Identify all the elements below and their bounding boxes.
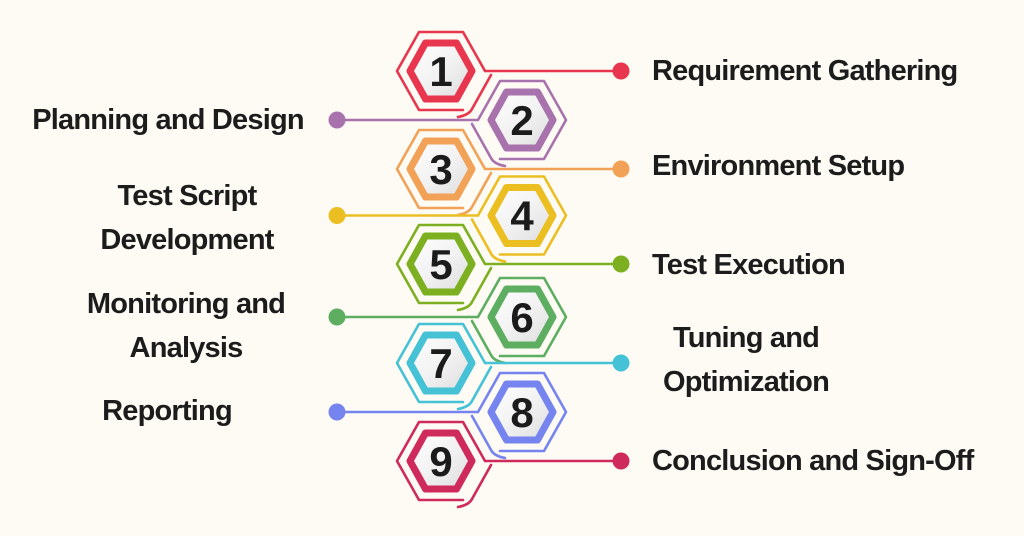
connector-dot (612, 255, 630, 273)
swoosh-accent (456, 266, 493, 312)
outer-hexagon-outline (395, 30, 487, 112)
inner-hexagon-badge (487, 184, 557, 247)
connector-dot (328, 111, 346, 129)
inner-hexagon-badge (406, 429, 476, 493)
outer-hexagon-outline (476, 79, 568, 161)
swoosh-accent (470, 218, 507, 263)
outer-hexagon-outline (395, 420, 487, 502)
inner-hexagon-badge (406, 137, 476, 201)
step-number: 5 (429, 241, 452, 288)
outer-hexagon-outline (395, 128, 487, 210)
steps-layer: 1 2 3 4 5 6 7 8 9 (328, 30, 630, 509)
connector-dot (612, 62, 630, 80)
outer-hexagon-outline (395, 322, 487, 404)
swoosh-accent (470, 122, 507, 168)
connector-dot (612, 452, 630, 470)
step-number: 6 (510, 294, 533, 341)
swoosh-accent (470, 414, 507, 460)
step-number: 9 (429, 438, 452, 485)
step-hexagon-1: 1 (395, 30, 493, 119)
outer-hexagon-outline (476, 175, 568, 256)
step-hexagon-5: 5 (395, 223, 493, 312)
step-hexagon-9: 9 (395, 420, 493, 509)
step-hexagon-3: 3 (395, 128, 493, 217)
step-number: 1 (429, 48, 452, 95)
step-number: 8 (510, 389, 533, 436)
inner-hexagon-badge (487, 380, 557, 444)
connector-dot (612, 160, 630, 178)
inner-hexagon-badge (487, 285, 557, 349)
step-hexagon-8: 8 (470, 371, 568, 460)
step-number: 4 (510, 193, 534, 240)
connector-dot (328, 403, 346, 421)
step-hexagon-7: 7 (395, 322, 493, 411)
step-number: 2 (510, 97, 533, 144)
inner-hexagon-badge (406, 39, 476, 103)
connector-dot (612, 354, 630, 372)
inner-hexagon-badge (487, 88, 557, 152)
step-number: 7 (429, 340, 452, 387)
inner-hexagon-badge (406, 232, 476, 296)
outer-hexagon-outline (395, 223, 487, 305)
connector-dot (328, 207, 346, 224)
swoosh-accent (456, 365, 493, 411)
step-number: 3 (429, 146, 452, 193)
step-hexagon-2: 2 (470, 79, 568, 168)
step-hexagon-4: 4 (470, 175, 568, 263)
swoosh-accent (456, 463, 493, 509)
swoosh-accent (456, 73, 493, 119)
outer-hexagon-outline (476, 276, 568, 358)
step-hexagon-6: 6 (470, 276, 568, 365)
connector-dot (328, 308, 346, 326)
inner-hexagon-badge (406, 331, 476, 395)
outer-hexagon-outline (476, 371, 568, 453)
